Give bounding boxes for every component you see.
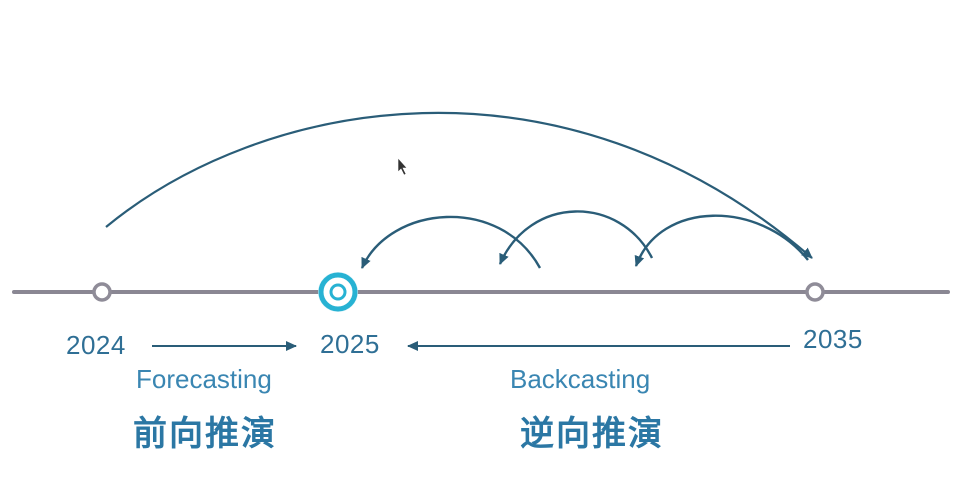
backcast-hop-2 xyxy=(498,210,654,265)
backcast-hop-3 xyxy=(360,215,542,269)
year-label-2024: 2024 xyxy=(66,330,126,360)
timeline-node-2025-inner xyxy=(329,283,347,301)
mouse-pointer-icon xyxy=(397,157,408,176)
forecast-long-arc xyxy=(105,111,813,259)
forecasting-label-cn: 前向推演 xyxy=(133,415,277,453)
backcast-hop-1 xyxy=(634,214,809,267)
forecasting-label: Forecasting xyxy=(136,364,272,394)
timeline-node-2035 xyxy=(805,282,825,302)
timeline-node-2024 xyxy=(92,282,112,302)
year-label-2025: 2025 xyxy=(320,329,380,359)
backcasting-label: Backcasting xyxy=(510,364,651,394)
year-label-2035: 2035 xyxy=(803,324,863,354)
backcasting-label-cn: 逆向推演 xyxy=(520,415,664,453)
